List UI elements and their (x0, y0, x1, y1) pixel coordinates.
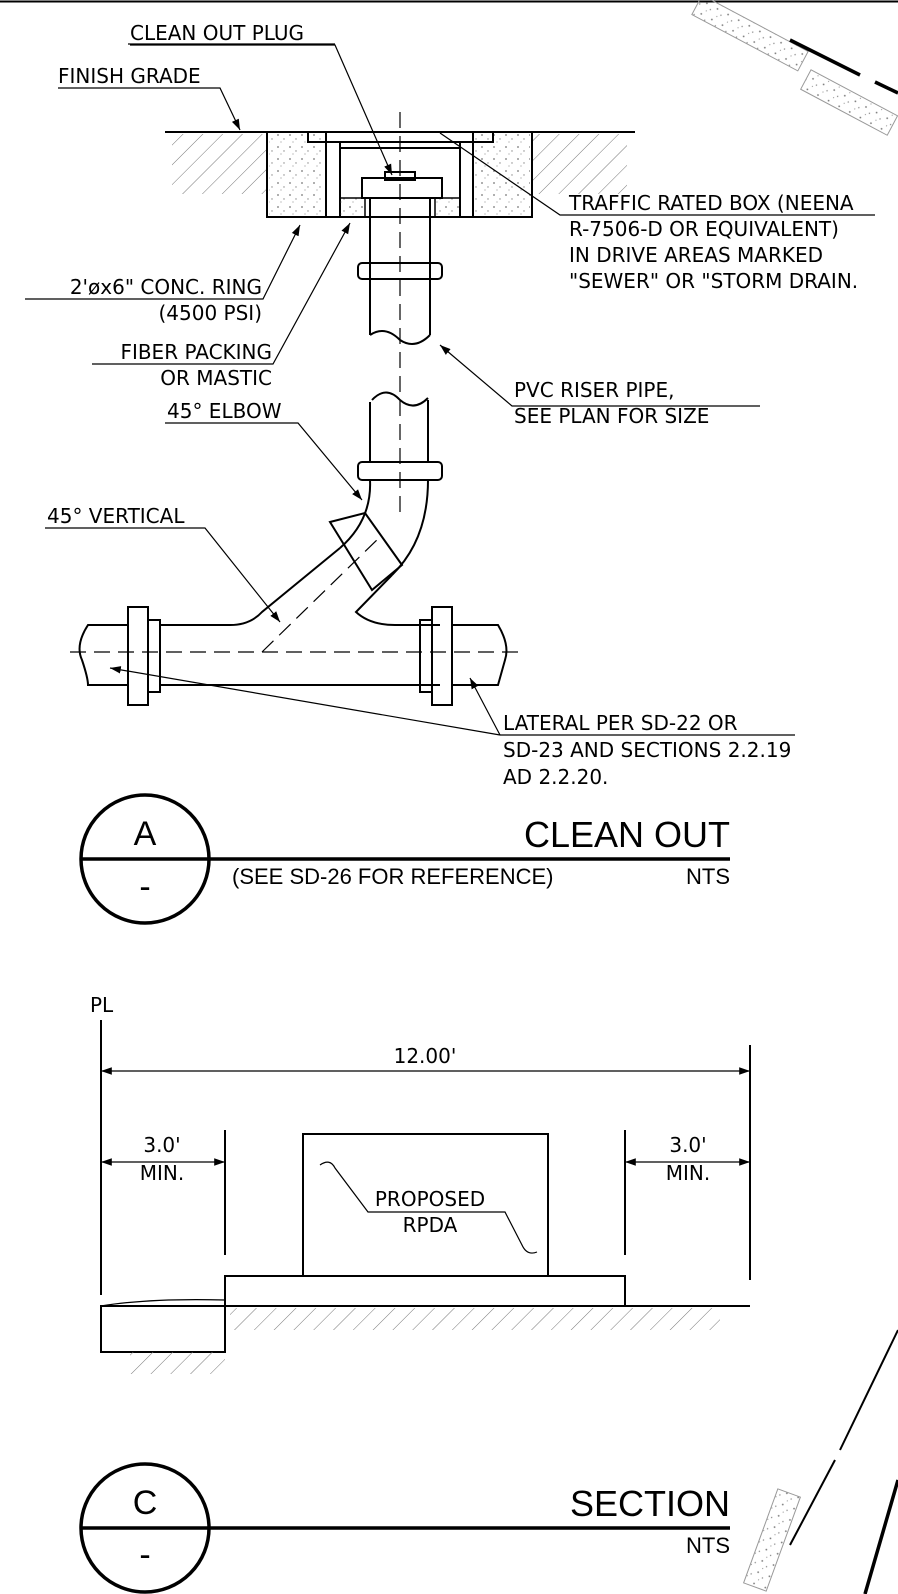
soil-hatch-left (172, 134, 267, 194)
label-left-dim-1: 3.0' (143, 1133, 180, 1157)
detail-a-title-block: A - CLEAN OUT (SEE SD-26 FOR REFERENCE) … (79, 793, 730, 925)
detail-c-title-block: C - SECTION NTS (79, 1462, 730, 1594)
detail-scale-a: NTS (686, 864, 730, 889)
label-lateral-2: SD-23 AND SECTIONS 2.2.19 (503, 738, 791, 762)
label-right-dim-1: 3.0' (669, 1133, 706, 1157)
label-lateral-3: AD 2.2.20. (503, 765, 608, 789)
label-right-dim-2: MIN. (666, 1161, 710, 1185)
existing-slab (100, 1305, 226, 1353)
detail-c-drawing (100, 1020, 751, 1374)
label-lateral-1: LATERAL PER SD-22 OR (503, 711, 738, 735)
detail-a-leaders (25, 44, 875, 736)
label-conc-ring-2: (4500 PSI) (158, 301, 262, 325)
label-fiber-1: FIBER PACKING (120, 340, 272, 364)
concrete-ring-right (475, 134, 530, 215)
label-clean-out-plug: CLEAN OUT PLUG (130, 21, 304, 45)
lateral-hub-left (127, 606, 149, 706)
label-traffic-box-1: TRAFFIC RATED BOX (NEENA (568, 191, 854, 215)
detail-a-drawing (70, 112, 635, 706)
label-left-dim-2: MIN. (140, 1161, 184, 1185)
fiber-packing (339, 197, 366, 218)
detail-subtitle-a: (SEE SD-26 FOR REFERENCE) (232, 864, 554, 889)
label-rpda: RPDA (403, 1213, 458, 1237)
label-traffic-box-2: R-7506-D OR EQUIVALENT) (569, 217, 839, 241)
label-vertical: 45° VERTICAL (47, 504, 185, 528)
clean-out-plug (361, 177, 443, 199)
label-traffic-box-4: "SEWER" OR "STORM DRAIN. (569, 269, 858, 293)
soil-hatch-right (532, 134, 627, 194)
detail-title-c: SECTION (570, 1483, 730, 1524)
detail-scale-c: NTS (686, 1533, 730, 1558)
adjacent-detail-fragment-top (691, 0, 898, 136)
detail-letter-a: A (134, 815, 157, 853)
concrete-ring-left (269, 134, 324, 215)
pvc-riser-upper (369, 198, 431, 335)
label-pl: PL (90, 993, 114, 1017)
label-pvc-1: PVC RISER PIPE, (514, 378, 674, 402)
detail-sheet-c: - (139, 1536, 150, 1574)
label-traffic-box-3: IN DRIVE AREAS MARKED (569, 243, 823, 267)
label-elbow: 45° ELBOW (167, 399, 282, 423)
detail-sheet-a: - (139, 868, 150, 906)
vertical-hub (328, 511, 404, 592)
label-finish-grade: FINISH GRADE (58, 64, 201, 88)
pvc-riser-lower (369, 400, 429, 462)
detail-letter-c: C (133, 1484, 158, 1522)
label-pvc-2: SEE PLAN FOR SIZE (514, 404, 709, 428)
label-conc-ring-1: 2'øx6" CONC. RING (70, 275, 262, 299)
label-proposed: PROPOSED (375, 1187, 485, 1211)
label-overall-dim: 12.00' (394, 1044, 457, 1068)
detail-c-labels: PL 12.00' 3.0' MIN. 3.0' MIN. PROPOSED R… (90, 993, 710, 1237)
concrete-pad (224, 1275, 626, 1307)
detail-title-a: CLEAN OUT (524, 814, 730, 855)
detail-a-labels: CLEAN OUT PLUG FINISH GRADE TRAFFIC RATE… (47, 21, 858, 789)
label-fiber-2: OR MASTIC (160, 366, 272, 390)
adjacent-detail-fragment-bottom (742, 1329, 898, 1594)
lateral-hub-right (431, 606, 453, 706)
